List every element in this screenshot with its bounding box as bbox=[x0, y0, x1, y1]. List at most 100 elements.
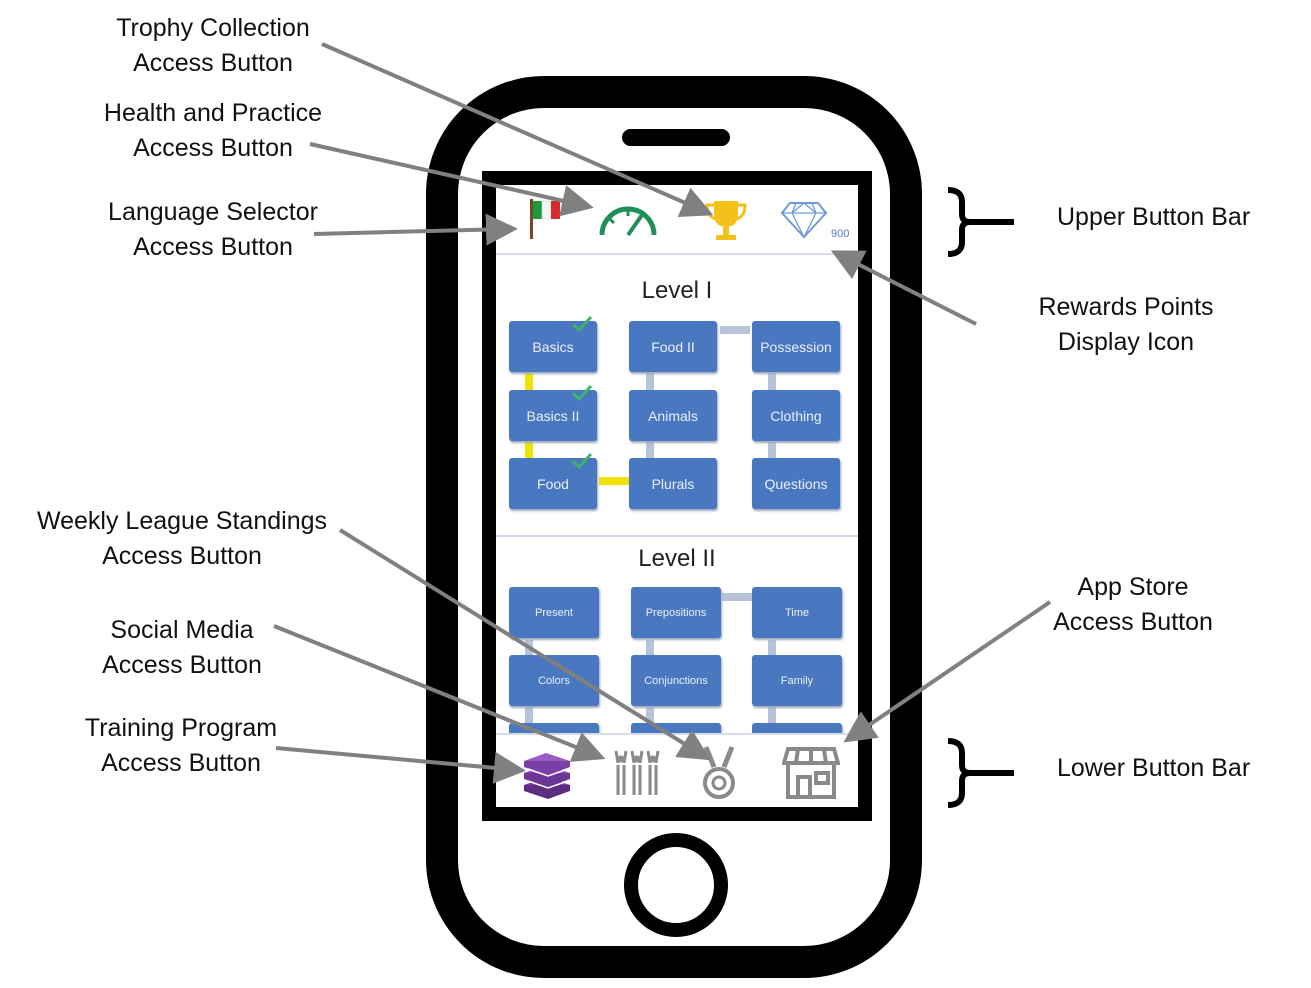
checkmark-icon bbox=[571, 452, 593, 470]
connector bbox=[525, 707, 533, 723]
lesson-tile-possession[interactable]: Possession bbox=[752, 321, 840, 372]
tile-label: Clothing bbox=[770, 407, 822, 424]
callout-line: Access Button bbox=[133, 233, 293, 261]
callout-app-store: App Store Access Button bbox=[1040, 570, 1226, 640]
lesson-tile-time[interactable]: Time bbox=[752, 587, 842, 638]
level-1-title: Level I bbox=[641, 277, 713, 304]
lesson-tile-basics[interactable]: Basics bbox=[509, 315, 597, 372]
callout-line: Social Media bbox=[110, 616, 254, 644]
callout-line: Weekly League Standings bbox=[36, 507, 327, 535]
brace-lower bbox=[947, 738, 1014, 808]
connector bbox=[646, 640, 654, 656]
callout-line: Access Button bbox=[133, 49, 293, 77]
connector bbox=[768, 640, 776, 656]
callout-social-media: Social Media Access Button bbox=[92, 613, 272, 683]
trophy-icon bbox=[705, 201, 747, 240]
connector bbox=[646, 442, 654, 460]
lesson-tile-colors[interactable]: Colors bbox=[509, 655, 599, 706]
connector bbox=[599, 477, 629, 485]
callout-line: Rewards Points bbox=[1038, 293, 1214, 321]
callout-line: Access Button bbox=[101, 749, 261, 777]
medal-icon bbox=[703, 746, 735, 799]
social-media-button[interactable] bbox=[608, 747, 662, 799]
lesson-tile-clothing[interactable]: Clothing bbox=[752, 390, 840, 441]
tile-label: Food II bbox=[651, 338, 695, 355]
lesson-tile-family[interactable]: Family bbox=[752, 655, 842, 706]
tile-label: Present bbox=[535, 606, 573, 619]
people-cheering-icon bbox=[614, 750, 660, 795]
lesson-tile-plurals[interactable]: Plurals bbox=[629, 458, 717, 509]
tile-label: Basics II bbox=[526, 407, 580, 424]
lesson-tile-questions[interactable]: Questions bbox=[752, 458, 840, 509]
callout-line: Access Button bbox=[1053, 608, 1213, 636]
connector bbox=[720, 326, 750, 334]
tile-label: Prepositions bbox=[645, 606, 707, 619]
level-2-title: Level II bbox=[638, 545, 716, 572]
connector bbox=[525, 442, 533, 460]
callout-line: Health and Practice bbox=[103, 99, 323, 127]
callout-line: Display Icon bbox=[1057, 328, 1195, 356]
lesson-tile-conjunctions[interactable]: Conjunctions bbox=[631, 655, 721, 706]
brace-upper bbox=[947, 187, 1014, 257]
callout-line: Trophy Collection bbox=[116, 14, 310, 42]
connector bbox=[646, 707, 654, 723]
tile-label: Questions bbox=[764, 475, 828, 492]
tile-label: Family bbox=[780, 674, 814, 687]
callout-line: App Store bbox=[1077, 573, 1189, 601]
checkmark-icon bbox=[571, 315, 593, 333]
lower-button-bar bbox=[496, 733, 858, 807]
rewards-points-display bbox=[780, 199, 828, 239]
upper-bar-label: Upper Button Bar bbox=[1057, 203, 1251, 231]
callout-health-practice: Health and Practice Access Button bbox=[92, 96, 334, 166]
training-program-button[interactable] bbox=[518, 747, 576, 799]
connector bbox=[525, 373, 533, 391]
lesson-tile-present[interactable]: Present bbox=[509, 587, 599, 638]
callout-language-selector: Language Selector Access Button bbox=[98, 195, 328, 265]
checkmark-icon bbox=[571, 384, 593, 402]
lesson-tile-basics-ii[interactable]: Basics II bbox=[509, 384, 597, 441]
callout-line: Training Program bbox=[84, 714, 278, 742]
lesson-tile-prepositions[interactable]: Prepositions bbox=[631, 587, 721, 638]
points-value: 900 bbox=[831, 228, 850, 240]
weekly-league-button[interactable] bbox=[700, 745, 738, 801]
callout-trophy-collection: Trophy Collection Access Button bbox=[102, 11, 324, 81]
connector bbox=[525, 640, 533, 656]
callout-weekly-league: Weekly League Standings Access Button bbox=[26, 504, 338, 574]
tile-label: Conjunctions bbox=[644, 674, 708, 687]
phone-speaker bbox=[622, 129, 730, 146]
tile-label: Plurals bbox=[651, 475, 695, 492]
lesson-tile-food[interactable]: Food bbox=[509, 452, 597, 509]
trophy-collection-button[interactable] bbox=[704, 197, 748, 243]
tile-label: Animals bbox=[648, 407, 698, 424]
tile-label: Colors bbox=[538, 674, 570, 687]
app-store-button[interactable] bbox=[782, 745, 840, 801]
connector bbox=[722, 593, 752, 601]
callout-rewards-points: Rewards Points Display Icon bbox=[1026, 290, 1226, 360]
callout-training-program: Training Program Access Button bbox=[74, 711, 288, 781]
phone-screen: 900 Level I Basics Food II Possession Ba… bbox=[482, 171, 872, 821]
italy-flag-icon bbox=[530, 199, 560, 239]
storefront-icon bbox=[782, 747, 840, 799]
lesson-tile-animals[interactable]: Animals bbox=[629, 390, 717, 441]
lower-bar-label: Lower Button Bar bbox=[1057, 754, 1251, 782]
connector bbox=[768, 442, 776, 460]
callout-line: Access Button bbox=[102, 542, 262, 570]
language-selector-button[interactable] bbox=[526, 197, 562, 241]
health-practice-button[interactable] bbox=[596, 199, 660, 239]
lesson-tile-food-ii[interactable]: Food II bbox=[629, 321, 717, 372]
connector bbox=[768, 707, 776, 723]
callout-line: Access Button bbox=[133, 134, 293, 162]
home-button[interactable] bbox=[624, 833, 728, 937]
tile-label: Possession bbox=[760, 338, 832, 355]
books-icon bbox=[524, 753, 570, 799]
connector bbox=[646, 373, 654, 391]
tile-label: Time bbox=[784, 606, 810, 619]
tile-label: Basics bbox=[532, 338, 574, 355]
callout-line: Access Button bbox=[102, 651, 262, 679]
callout-line: Language Selector bbox=[108, 198, 318, 226]
diamond-icon bbox=[780, 202, 828, 239]
connector bbox=[768, 373, 776, 391]
upper-button-bar: 900 bbox=[496, 185, 858, 255]
speedometer-icon bbox=[599, 206, 657, 237]
tile-label: Food bbox=[537, 475, 569, 492]
